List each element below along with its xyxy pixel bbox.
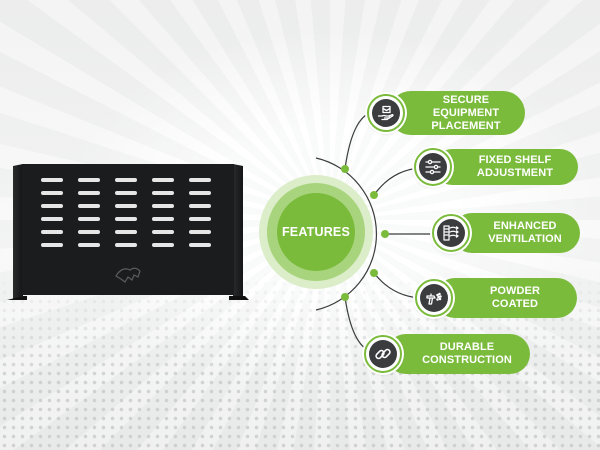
left-foot [7,296,27,300]
ventilation-airflow-icon [437,219,465,247]
spray-gun-icon [420,284,448,312]
connector-node-2 [370,191,378,199]
feature-pill: FIXED SHELF ADJUSTMENT [434,149,578,185]
feature-label: ENHANCED VENTILATION [488,220,562,245]
connector-branch-2 [373,167,421,196]
feature-icon-badge [432,214,470,252]
connector-node-5 [341,293,349,301]
brand-logo-emboss [115,267,141,283]
feature-icon-badge [414,148,452,186]
right-foot [229,296,249,300]
hand-package-icon [372,99,400,127]
left-side-flange [13,164,23,300]
connector-branch-4 [373,272,421,299]
feature-label: DURABLE CONSTRUCTION [422,341,512,366]
front-panel [22,164,234,295]
feature-pill: POWDER COATED [435,278,577,318]
connector-node-1 [341,165,349,173]
feature-label: FIXED SHELF ADJUSTMENT [476,154,554,179]
features-hub-label: FEATURES [281,225,351,239]
connector-node-3 [381,230,389,238]
connector-node-4 [370,269,378,277]
feature-pill: SECURE EQUIPMENT PLACEMENT [389,91,525,135]
feature-icon-badge [367,94,405,132]
chain-link-icon [369,340,397,368]
feature-pill: ENHANCED VENTILATION [452,213,580,253]
adjustment-sliders-icon [419,153,447,181]
feature-icon-badge [415,279,453,317]
rack-shelf-product-image [7,164,249,300]
right-side-flange [233,164,243,300]
feature-icon-badge [364,335,402,373]
vent-slots [41,178,211,247]
feature-label: SECURE EQUIPMENT PLACEMENT [431,93,501,132]
feature-label: POWDER COATED [489,285,541,310]
features-hub: FEATURES [277,193,355,271]
feature-pill: DURABLE CONSTRUCTION [386,334,530,374]
